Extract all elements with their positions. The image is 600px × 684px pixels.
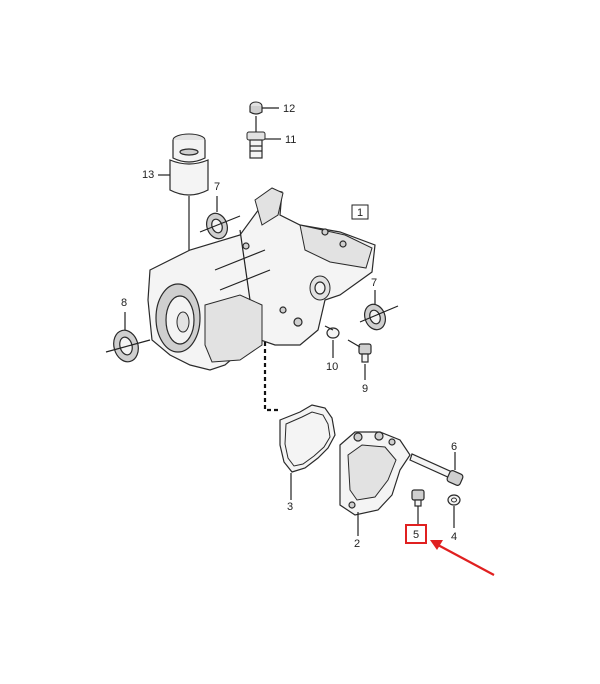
highlight-arrow <box>430 540 495 576</box>
callout-12: 12 <box>283 103 295 115</box>
part-2-cover <box>339 431 411 536</box>
assembly-label: 1 <box>351 204 369 220</box>
callout-6: 6 <box>451 441 457 453</box>
part-8-seal-left <box>105 312 151 363</box>
callout-4: 4 <box>451 531 457 543</box>
part-5-plug <box>411 489 425 526</box>
part-7-seal-right <box>359 290 399 331</box>
highlight-box-part-5 <box>405 524 427 544</box>
callout-10: 10 <box>326 361 338 373</box>
assembly-dashed-line <box>263 342 280 412</box>
part-11-breather <box>246 116 266 159</box>
part-12-cap <box>249 101 263 115</box>
part-7-seal-upper <box>199 196 241 240</box>
part-10-o-ring <box>324 325 340 358</box>
part-3-gasket <box>279 404 336 500</box>
part-13-bushing <box>169 133 209 260</box>
part-6-bolt <box>409 452 464 486</box>
callout-2: 2 <box>354 538 360 550</box>
assembly-label-text: 1 <box>357 207 363 219</box>
callout-8: 8 <box>121 297 127 309</box>
callout-9: 9 <box>362 383 368 395</box>
callout-13: 13 <box>142 169 154 181</box>
callout-3: 3 <box>287 501 293 513</box>
part-4-washer <box>447 494 461 528</box>
callout-11: 11 <box>285 134 296 146</box>
callout-5: 5 <box>413 529 419 541</box>
callout-7-upper: 7 <box>214 181 220 193</box>
part-9-plug <box>347 339 372 380</box>
differential-housing <box>147 187 376 371</box>
callout-7-right: 7 <box>371 277 377 289</box>
